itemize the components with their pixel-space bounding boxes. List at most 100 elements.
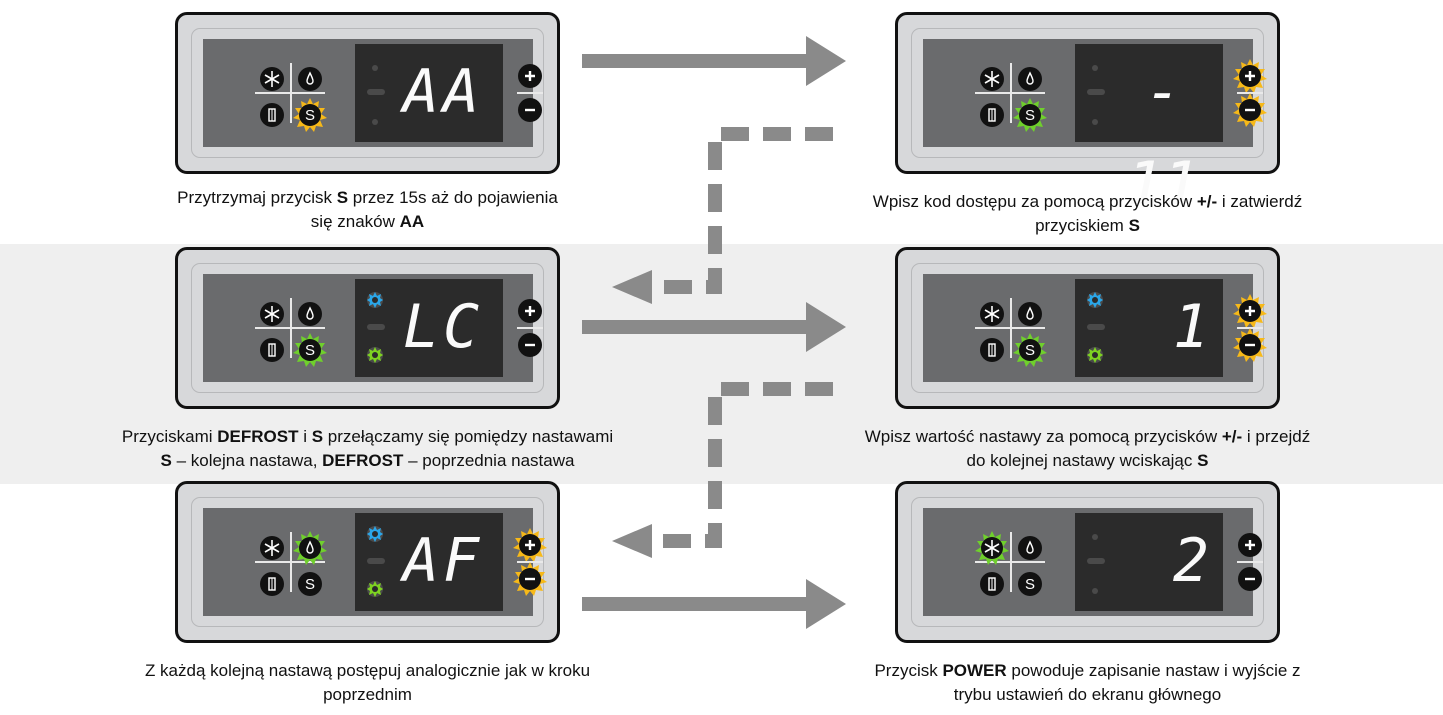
door-icon[interactable]: [259, 571, 285, 597]
divider: [517, 92, 543, 94]
caption-line: Z każdą kolejną nastawą postępuj analogi…: [144, 661, 591, 680]
status-dash: [1087, 324, 1105, 330]
caption-line: Wpisz wartość nastawy za pomocą przycisk…: [760, 425, 1415, 449]
divider: [255, 327, 325, 329]
panel-face: S 2: [923, 508, 1263, 616]
panel-face: S - 11: [923, 39, 1267, 219]
status-led-green: [1087, 347, 1103, 363]
caption-text: i przejdź: [1242, 427, 1311, 446]
caption-step-1: Przytrzymaj przycisk S przez 15s aż do p…: [60, 186, 675, 234]
caption-text: Przytrzymaj przycisk: [177, 188, 337, 207]
s-letter-icon[interactable]: S: [297, 571, 323, 597]
s-letter-icon[interactable]: S: [1017, 571, 1043, 597]
display: - 11: [1075, 44, 1223, 219]
divider: [975, 92, 1045, 94]
controller-panel-6: S 2: [895, 481, 1280, 643]
caption-text: Wpisz wartość nastawy za pomocą przycisk…: [864, 427, 1222, 446]
panel-face: S 1: [923, 274, 1267, 382]
door-icon[interactable]: [979, 102, 1005, 128]
caption-step-3: Przyciskami DEFROST i S przełączamy się …: [30, 425, 705, 473]
snowflake-icon[interactable]: [259, 301, 285, 327]
caption-line: poprzednim: [323, 685, 412, 704]
drop-icon[interactable]: [1017, 301, 1043, 327]
display: AA: [355, 44, 503, 142]
caption-line: Przyciskami DEFROST i S przełączamy się …: [30, 425, 705, 449]
display-readout: 1: [1172, 292, 1213, 362]
svg-text:S: S: [1025, 576, 1035, 593]
caption-bold: S: [160, 451, 172, 470]
door-icon[interactable]: [259, 337, 285, 363]
plus-icon[interactable]: [1233, 294, 1267, 328]
divider: [1237, 561, 1263, 563]
divider: [255, 92, 325, 94]
caption-bold: S: [336, 188, 349, 207]
caption-line: trybu ustawień do ekranu głównego: [953, 685, 1222, 704]
plus-icon[interactable]: [517, 63, 543, 89]
caption-text: i zatwierdź: [1217, 192, 1303, 211]
status-led: [1092, 65, 1098, 71]
s-letter-icon[interactable]: S: [293, 98, 327, 132]
divider: [975, 327, 1045, 329]
door-icon[interactable]: [979, 337, 1005, 363]
display: 2: [1075, 513, 1223, 611]
caption-text: Przyciskami: [121, 427, 218, 446]
caption-line: Przytrzymaj przycisk S przez 15s aż do p…: [60, 186, 675, 210]
minus-icon[interactable]: [1237, 566, 1263, 592]
caption-line: Przycisk POWER powoduje zapisanie nastaw…: [760, 659, 1415, 683]
snowflake-icon[interactable]: [259, 535, 285, 561]
display-readout: 2: [1172, 526, 1213, 596]
drop-icon[interactable]: [297, 301, 323, 327]
controller-panel-1: S AA: [175, 12, 560, 174]
plus-icon[interactable]: [1237, 532, 1263, 558]
s-letter-icon[interactable]: S: [1013, 333, 1047, 367]
minus-icon[interactable]: [1233, 328, 1267, 362]
plus-icon[interactable]: [517, 298, 543, 324]
controller-panel-4: S 1: [895, 247, 1280, 409]
status-dash: [367, 89, 385, 95]
divider: [255, 561, 325, 563]
caption-bold: S: [1128, 216, 1140, 235]
status-led: [372, 119, 378, 125]
controller-panel-3: S LC: [175, 247, 560, 409]
drop-icon[interactable]: [297, 66, 323, 92]
caption-text: się znaków: [310, 212, 400, 231]
caption-bold: DEFROST: [217, 427, 299, 446]
status-led: [372, 65, 378, 71]
minus-icon[interactable]: [517, 97, 543, 123]
panel-face: S AF: [203, 508, 547, 616]
display: 1: [1075, 279, 1223, 377]
caption-line: do kolejnej nastawy wciskając S: [760, 449, 1415, 473]
caption-text: przełączamy się pomiędzy nastawami: [323, 427, 614, 446]
status-led: [1092, 119, 1098, 125]
snowflake-icon[interactable]: [975, 531, 1009, 565]
arrow-right-icon: [582, 302, 846, 352]
caption-step-5: Z każdą kolejną nastawą postępuj analogi…: [40, 659, 695, 707]
display-readout: LC: [402, 292, 484, 362]
display: LC: [355, 279, 503, 377]
snowflake-icon[interactable]: [979, 301, 1005, 327]
drop-icon[interactable]: [1017, 535, 1043, 561]
controller-panel-5: S AF: [175, 481, 560, 643]
caption-step-2: Wpisz kod dostępu za pomocą przycisków +…: [760, 190, 1415, 238]
caption-line: S – kolejna nastawa, DEFROST – poprzedni…: [30, 449, 705, 473]
caption-text: do kolejnej nastawy wciskając: [966, 451, 1198, 470]
snowflake-icon[interactable]: [979, 66, 1005, 92]
caption-step-4: Wpisz wartość nastawy za pomocą przycisk…: [760, 425, 1415, 473]
snowflake-icon[interactable]: [259, 66, 285, 92]
door-icon[interactable]: [259, 102, 285, 128]
drop-icon[interactable]: [1017, 66, 1043, 92]
caption-text: przyciskiem: [1035, 216, 1129, 235]
minus-icon[interactable]: [513, 562, 547, 596]
s-letter-icon[interactable]: S: [1013, 98, 1047, 132]
minus-icon[interactable]: [517, 332, 543, 358]
plus-icon[interactable]: [513, 528, 547, 562]
minus-icon[interactable]: [1233, 93, 1267, 127]
plus-minus-group: [513, 528, 547, 596]
door-icon[interactable]: [979, 571, 1005, 597]
drop-icon[interactable]: [293, 531, 327, 565]
plus-icon[interactable]: [1233, 59, 1267, 93]
s-letter-icon[interactable]: S: [293, 333, 327, 367]
caption-bold: +/-: [1221, 427, 1243, 446]
caption-text: – poprzednia nastawa: [403, 451, 575, 470]
